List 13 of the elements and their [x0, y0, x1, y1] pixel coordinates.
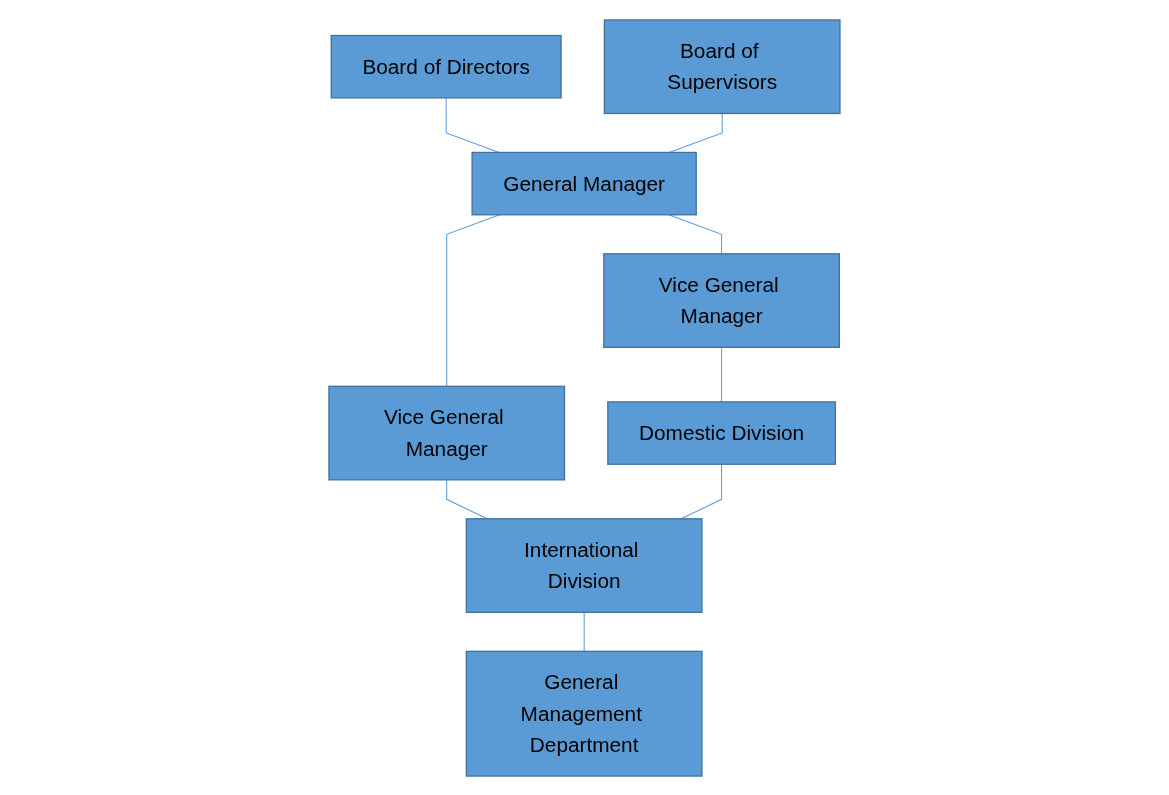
node-box: Vice General Manager [603, 252, 841, 348]
node-box: General Management Department [465, 650, 703, 777]
connector [721, 346, 723, 402]
node-box: Board of Supervisors [603, 18, 841, 114]
connector [446, 213, 501, 387]
node-box: International Division [465, 517, 703, 613]
connector [446, 478, 488, 519]
connector [583, 611, 585, 652]
node-box: Board of Directors [330, 34, 562, 99]
node-box: General Manager [471, 151, 697, 215]
connector [668, 213, 723, 254]
node-box: Domestic Division [607, 400, 837, 465]
node-box: Vice General Manager [328, 385, 566, 480]
